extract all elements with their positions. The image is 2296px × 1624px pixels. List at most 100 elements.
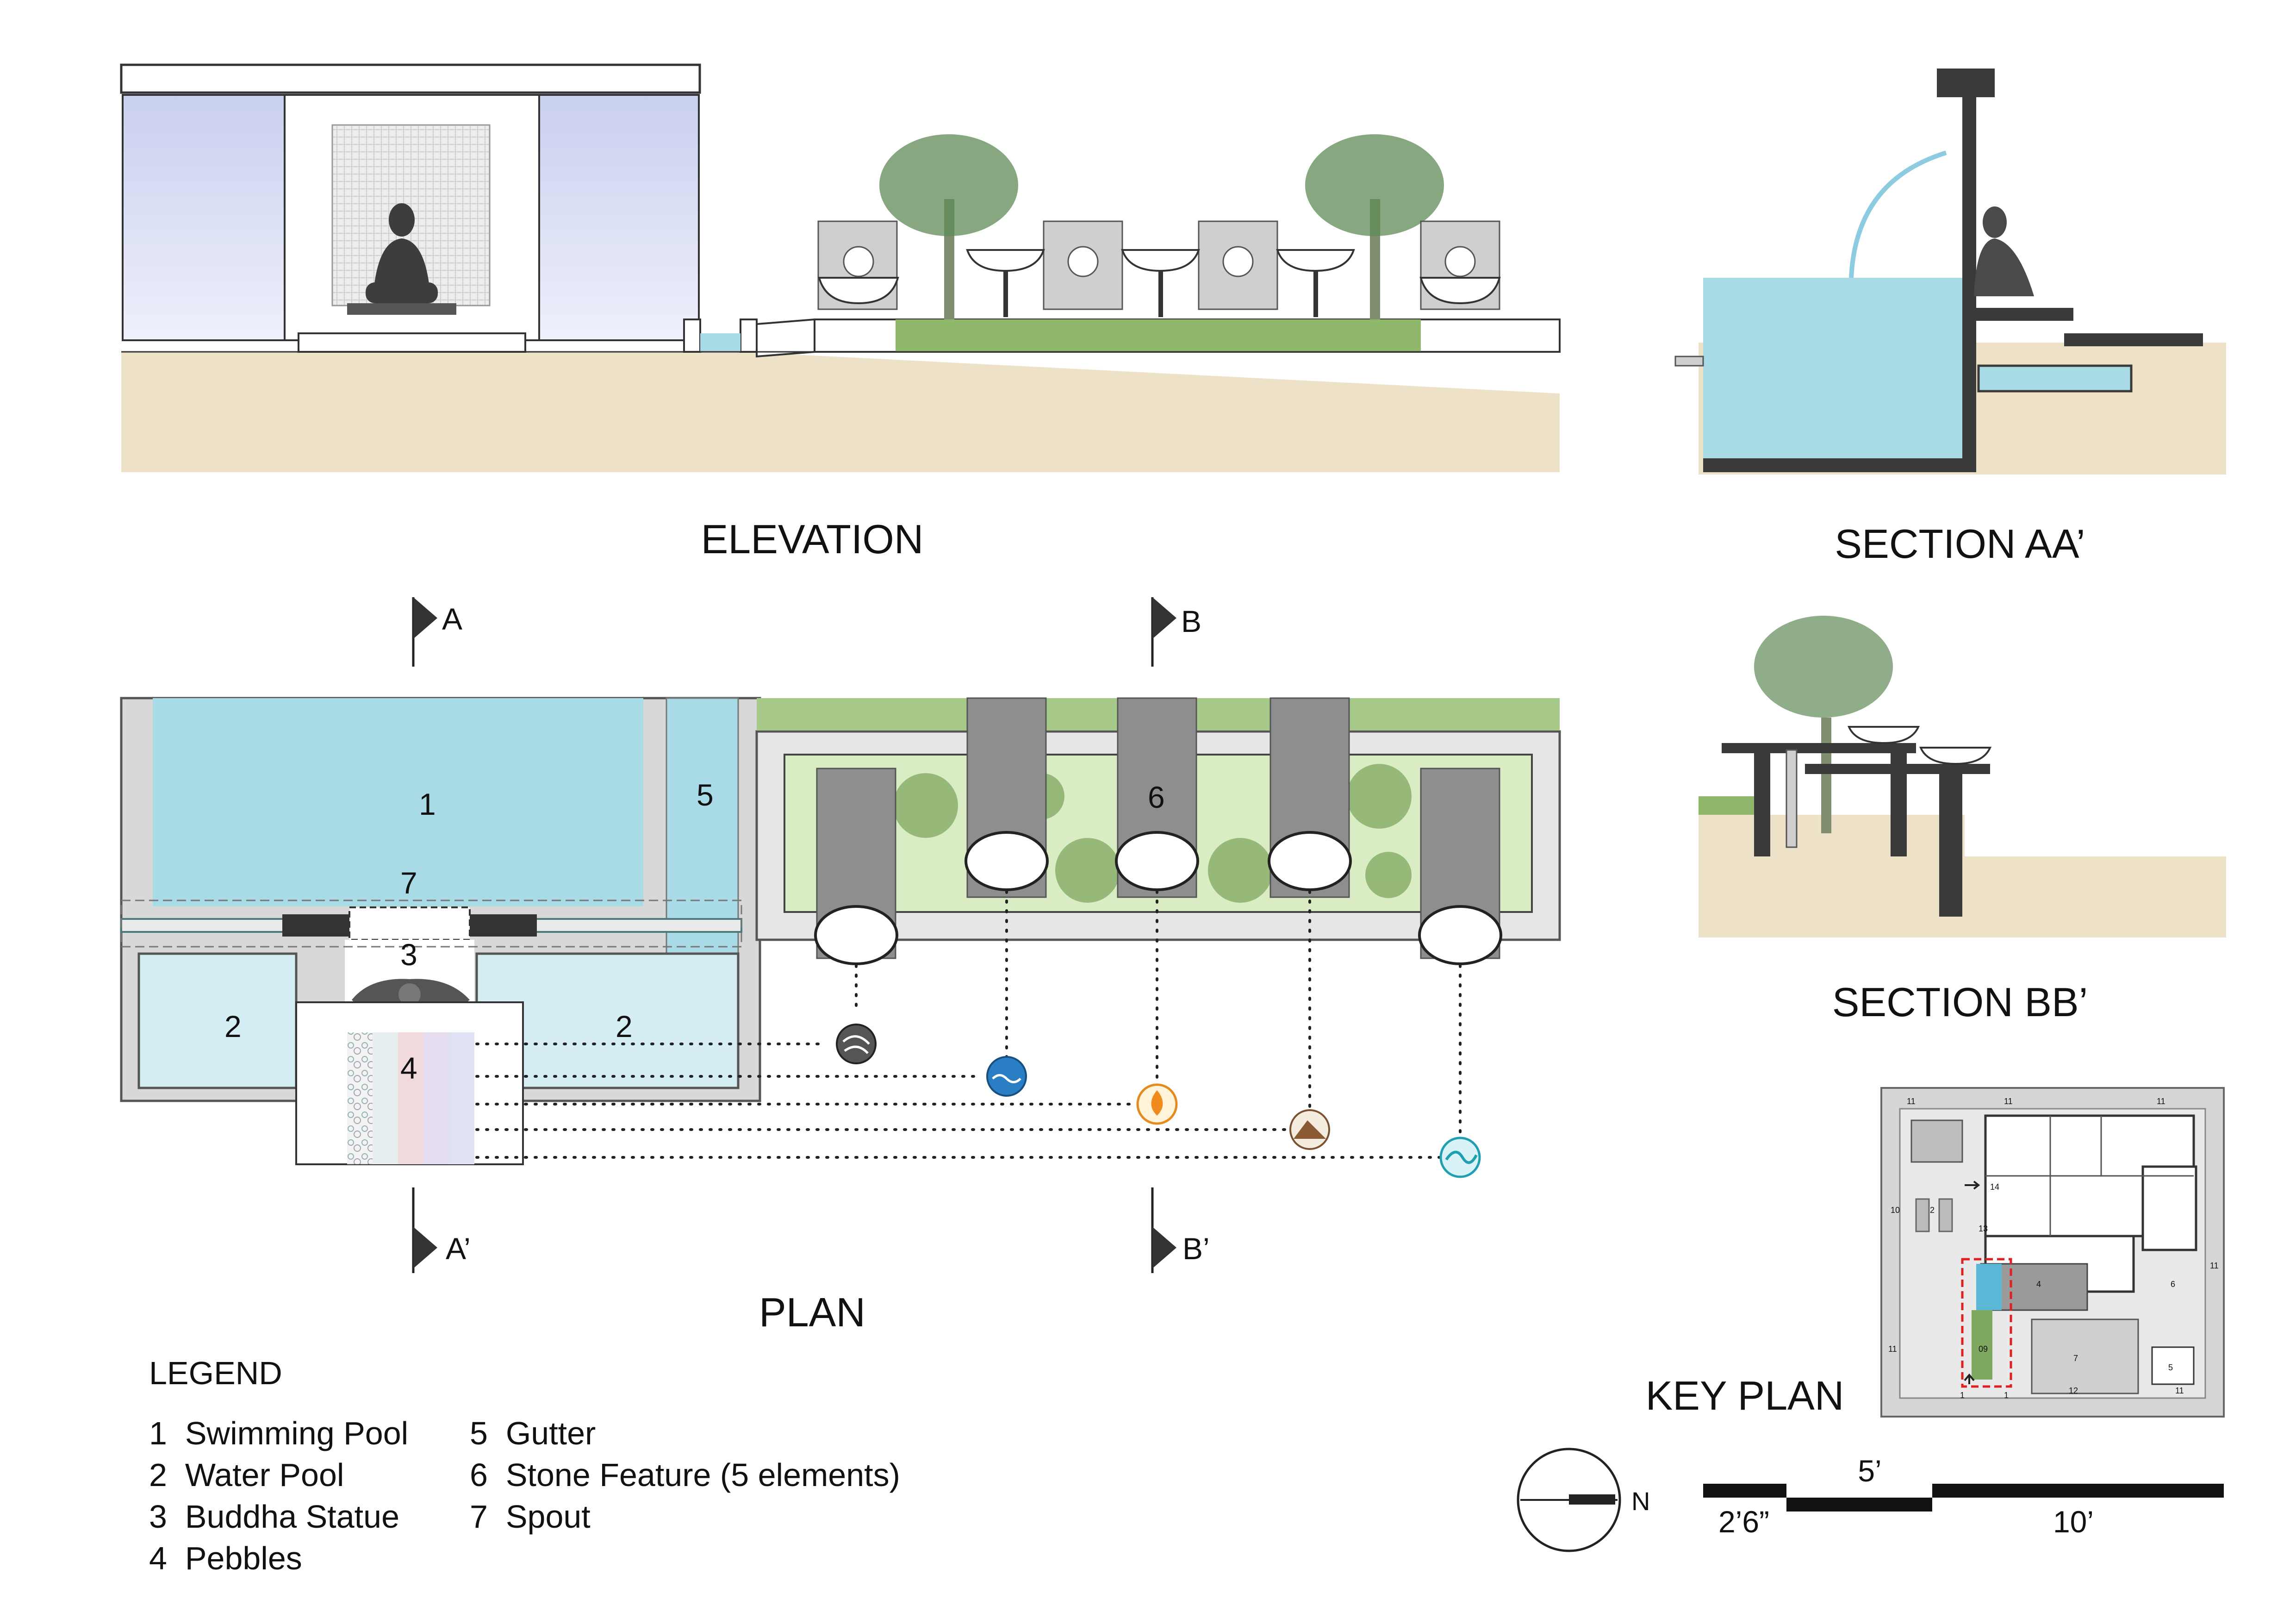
elevation-ground [121, 352, 1560, 472]
plan-drawing: 1 5 7 3 2 2 4 6 A A’ B B’ [120, 597, 1561, 1273]
section-aa-wall [1962, 93, 1976, 472]
scale-label-first: 2’6” [1718, 1505, 1769, 1539]
key-plan-title: KEY PLAN [1646, 1373, 1844, 1418]
key-plan-highlight [1961, 1258, 2012, 1388]
svg-text:12: 12 [2069, 1386, 2078, 1395]
key-plan-garden [1972, 1310, 1992, 1380]
legend-item: 2 Water Pool [149, 1457, 344, 1493]
key-plan-courtyard [2031, 1318, 2139, 1394]
svg-text:6: 6 [2171, 1280, 2175, 1289]
section-marker-a-top: A [412, 597, 462, 667]
spout-block-left [282, 914, 349, 937]
pebble-strip-1 [347, 1032, 373, 1164]
scale-bar: 2’6” 5’ 10’ [1703, 1454, 2224, 1539]
section-bb-bowl-lower [1919, 747, 1992, 765]
svg-text:B: B [1181, 604, 1201, 638]
section-aa-drawing [1674, 69, 2226, 475]
svg-text:11: 11 [2157, 1097, 2165, 1106]
plan-label-gutter: 5 [697, 778, 714, 812]
north-label: N [1631, 1487, 1650, 1516]
elevation-spout-post-left [683, 319, 701, 353]
svg-text:11: 11 [2004, 1097, 2013, 1106]
legend-item: 5 Gutter [470, 1415, 596, 1451]
plan-label-water-pool-right: 2 [616, 1009, 633, 1043]
elevation-title: ELEVATION [701, 516, 924, 562]
plan-label-stone-feature: 6 [1148, 780, 1165, 814]
svg-text:09: 09 [1979, 1344, 1988, 1354]
elevation-canopy [120, 63, 701, 94]
svg-text:14: 14 [1990, 1182, 1999, 1192]
key-plan-block-5 [2151, 1346, 2195, 1385]
section-bb-post-b [1891, 752, 1907, 856]
legend-item: 3 Buddha Statue [149, 1499, 399, 1535]
water-pool-left [137, 952, 298, 1089]
section-bb-post-c [1939, 773, 1962, 917]
svg-text:B’: B’ [1182, 1231, 1210, 1266]
palm-tree-icon [879, 134, 1018, 319]
buddha-statue-elevation [347, 203, 456, 315]
plan-dashed-outline [120, 899, 742, 948]
spout-block-right [470, 914, 537, 937]
scale-label-second: 5’ [1858, 1454, 1881, 1488]
svg-text:A’: A’ [446, 1231, 471, 1266]
pebble-strip-4 [423, 1032, 449, 1164]
stone-feature-elevation [817, 220, 1501, 317]
section-bb-title: SECTION BB’ [1832, 979, 2088, 1025]
leader-lines [475, 890, 1462, 1159]
svg-text:13: 13 [1979, 1224, 1988, 1233]
section-marker-b-top: B [1151, 597, 1201, 667]
palm-tree-icon [1754, 616, 1893, 833]
buddha-statue-head [398, 983, 421, 1006]
earth-icon [1289, 1109, 1330, 1150]
water-icon [986, 1056, 1027, 1097]
plan-label-statue: 3 [400, 937, 417, 972]
key-plan-arrow-icon [1965, 1181, 1980, 1190]
plan-title: PLAN [759, 1289, 865, 1335]
plan-label-spout: 7 [400, 866, 417, 900]
section-bb-post-a [1754, 752, 1770, 856]
fire-icon [1136, 1083, 1178, 1125]
scale-label-third: 10’ [2053, 1505, 2094, 1539]
section-bb-drawing [1699, 616, 2226, 937]
key-plan: 11 11 11 10 2 14 13 4 6 11 7 09 5 12 11 … [1880, 1087, 2225, 1418]
svg-text:7: 7 [2073, 1354, 2078, 1363]
section-aa-pool-base [1703, 458, 1972, 472]
svg-text:1: 1 [2004, 1391, 2009, 1400]
svg-text:2: 2 [1930, 1206, 1935, 1215]
section-aa-water-pool [1977, 364, 2133, 393]
section-marker-a-bottom: A’ [412, 1187, 471, 1273]
swimming-pool [153, 698, 643, 906]
elevation-basin-water [700, 333, 740, 352]
plan-label-water-pool-left: 2 [224, 1009, 242, 1043]
section-aa-title: SECTION AA’ [1835, 521, 2085, 567]
section-bb-grass [1699, 796, 1754, 815]
key-plan-car-2 [1938, 1198, 1953, 1232]
air-icon [836, 1024, 877, 1064]
section-aa-spout-cap [1937, 69, 1995, 97]
ether-icon [1439, 1137, 1481, 1178]
legend-heading: LEGEND [149, 1355, 282, 1391]
key-plan-entry-arrow [1964, 1373, 1975, 1384]
legend-item: 6 Stone Feature (5 elements) [470, 1457, 900, 1493]
elevation-drawing [120, 63, 1561, 472]
palm-tree-icon [1305, 134, 1444, 319]
section-bb-bowl-upper [1847, 726, 1920, 744]
key-plan-court-top [1910, 1119, 1963, 1163]
elevation-spout-post-right [740, 319, 758, 353]
section-bb-post-d [1786, 749, 1798, 848]
svg-text:11: 11 [1907, 1097, 1916, 1106]
plan-label-pebbles: 4 [400, 1051, 417, 1085]
elevation-glass-left [122, 94, 286, 341]
section-aa-water-arc [1849, 150, 1947, 278]
pebble-strip-5 [449, 1032, 474, 1164]
svg-text:11: 11 [2210, 1261, 2219, 1270]
svg-text:A: A [442, 602, 462, 636]
section-aa-step-lower [2064, 333, 2203, 346]
legend-item: 7 Spout [470, 1499, 591, 1535]
key-plan-rooms [1985, 1116, 2194, 1236]
pebble-strip-2 [373, 1032, 398, 1164]
section-marker-b-bottom: B’ [1151, 1187, 1210, 1273]
buddha-statue-section [1974, 206, 2034, 296]
planting [893, 764, 1412, 903]
